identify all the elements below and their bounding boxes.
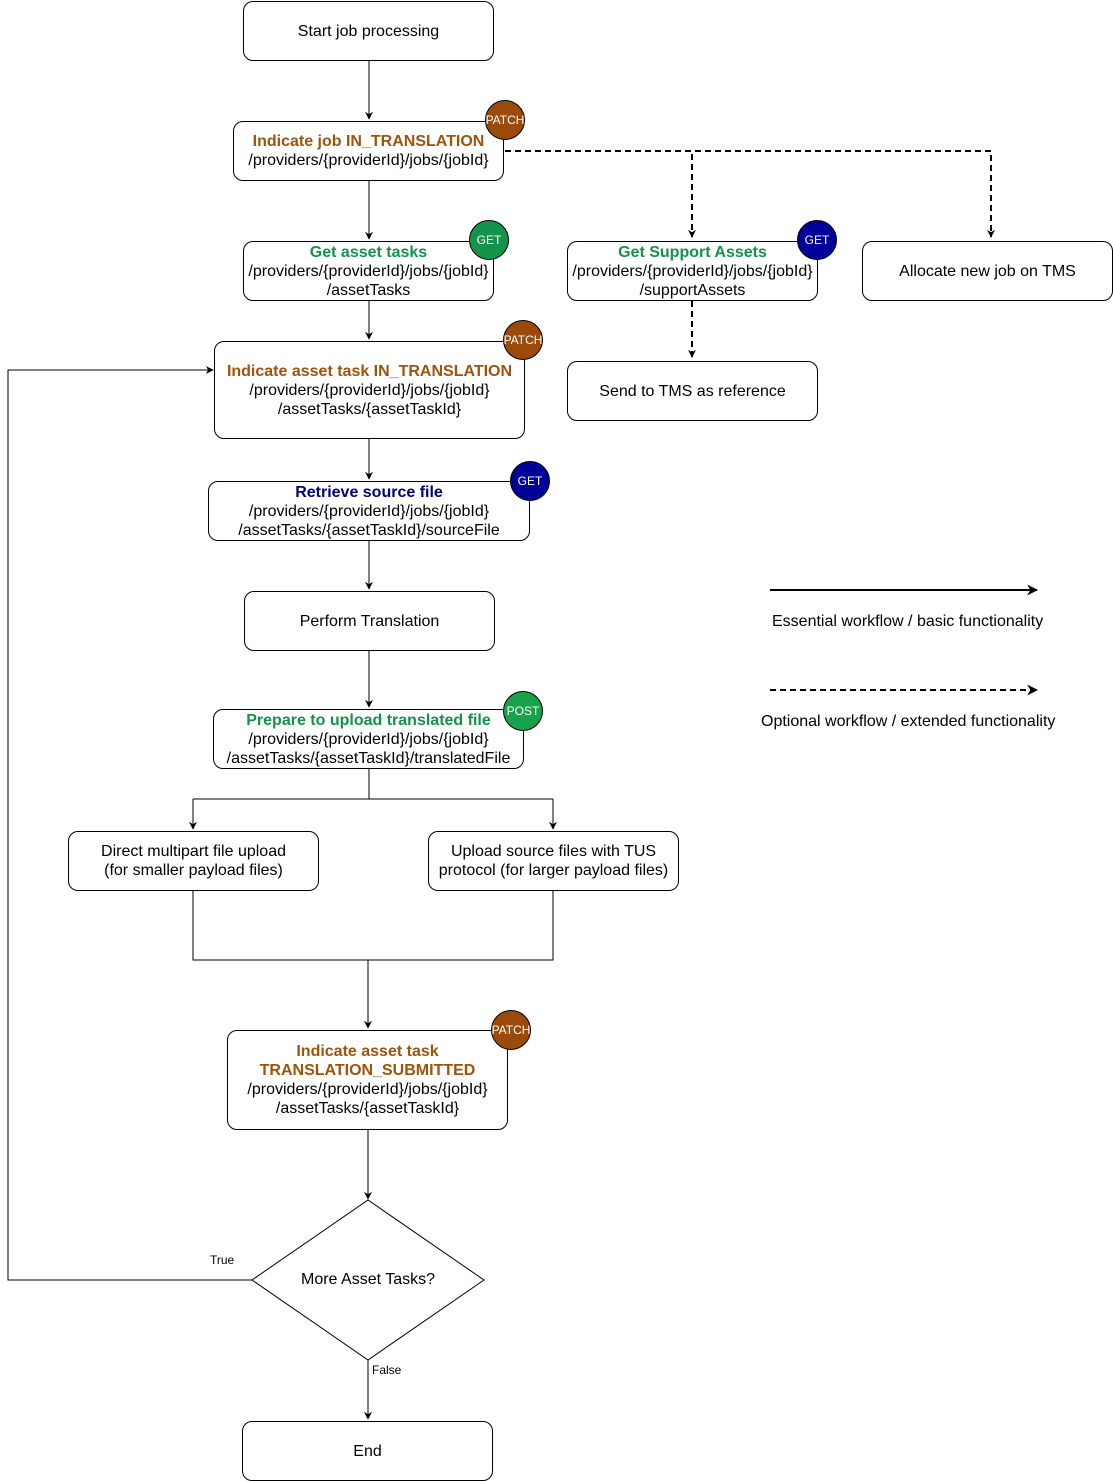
- edge-decision-true-loop: [7, 366, 252, 1281]
- job-in-translation-path: /providers/{providerId}/jobs/{jobId}: [248, 152, 489, 169]
- get-asset-tasks-title: Get asset tasks: [309, 243, 428, 261]
- translation-submitted-title2: TRANSLATION_SUBMITTED: [259, 1062, 476, 1079]
- legend-optional-label: Optional workflow / extended functionali…: [761, 713, 1056, 730]
- legend-essential-label: Essential workflow / basic functionality: [772, 613, 1044, 630]
- asset-task-in-translation-node: Indicate asset task IN_TRANSLATION /prov…: [214, 341, 525, 439]
- start-node: Start job processing: [243, 1, 494, 61]
- job-in-translation-title: Indicate job IN_TRANSLATION: [252, 133, 485, 150]
- get-support-assets-node: Get Support Assets /providers/{providerI…: [567, 241, 818, 301]
- retrieve-source-node: Retrieve source file /providers/{provide…: [208, 481, 530, 541]
- prepare-upload-path2: /assetTasks/{assetTaskId}/translatedFile: [226, 749, 511, 767]
- post-method-badge: POST: [503, 691, 543, 731]
- edge-prepare-split: [193, 769, 553, 800]
- prepare-upload-title: Prepare to upload translated file: [246, 711, 491, 729]
- tus-upload-line2: protocol (for larger payload files): [438, 862, 669, 879]
- direct-upload-node: Direct multipart file upload (for smalle…: [68, 831, 319, 891]
- get-support-assets-title: Get Support Assets: [618, 243, 767, 261]
- get-support-assets-path1: /providers/{providerId}/jobs/{jobId}: [572, 262, 813, 280]
- translation-submitted-path2: /assetTasks/{assetTaskId}: [275, 1100, 460, 1117]
- get-method-badge: GET: [510, 461, 550, 501]
- true-edge-label: True: [210, 1253, 235, 1267]
- get-asset-tasks-path2: /assetTasks: [326, 281, 411, 299]
- tus-upload-line1: Upload source files with TUS: [450, 843, 657, 860]
- decision-more-tasks-label: More Asset Tasks?: [301, 1271, 435, 1288]
- get-method-badge: GET: [469, 220, 509, 260]
- send-tms-text: Send to TMS as reference: [599, 382, 786, 400]
- patch-method-badge: PATCH: [503, 320, 543, 360]
- asset-task-in-translation-path1: /providers/{providerId}/jobs/{jobId}: [249, 381, 490, 399]
- translation-submitted-node: Indicate asset task TRANSLATION_SUBMITTE…: [227, 1030, 508, 1130]
- asset-task-in-translation-title: Indicate asset task IN_TRANSLATION: [226, 362, 513, 380]
- retrieve-source-path2: /assetTasks/{assetTaskId}/sourceFile: [238, 521, 500, 539]
- translation-submitted-path1: /providers/{providerId}/jobs/{jobId}: [247, 1081, 488, 1098]
- false-edge-label: False: [372, 1363, 402, 1377]
- edge-uploads-merge: [192, 891, 554, 961]
- asset-task-in-translation-path2: /assetTasks/{assetTaskId}: [277, 400, 462, 418]
- decision-diamond-shape: [251, 1199, 485, 1361]
- retrieve-source-title: Retrieve source file: [295, 483, 443, 501]
- job-in-translation-node: Indicate job IN_TRANSLATION /providers/{…: [233, 121, 504, 181]
- edge-job-to-support-assets: [505, 150, 696, 238]
- translation-submitted-title1: Indicate asset task: [296, 1043, 439, 1060]
- start-text: Start job processing: [297, 22, 440, 40]
- patch-method-badge: PATCH: [491, 1010, 531, 1050]
- send-tms-node: Send to TMS as reference: [567, 361, 818, 421]
- get-method-badge: GET: [797, 220, 837, 260]
- allocate-tms-text: Allocate new job on TMS: [899, 262, 1076, 280]
- tus-upload-node: Upload source files with TUS protocol (f…: [428, 831, 679, 891]
- edge-job-to-allocate-tms: [505, 150, 995, 238]
- perform-translation-text: Perform Translation: [299, 612, 440, 630]
- direct-upload-line1: Direct multipart file upload: [101, 843, 286, 860]
- direct-upload-line2: (for smaller payload files): [104, 862, 283, 879]
- get-asset-tasks-node: Get asset tasks /providers/{providerId}/…: [243, 241, 494, 301]
- get-asset-tasks-path1: /providers/{providerId}/jobs/{jobId}: [248, 262, 489, 280]
- retrieve-source-path1: /providers/{providerId}/jobs/{jobId}: [248, 502, 490, 520]
- end-text: End: [353, 1442, 382, 1460]
- patch-method-badge: PATCH: [485, 100, 525, 140]
- perform-translation-node: Perform Translation: [244, 591, 495, 651]
- allocate-tms-node: Allocate new job on TMS: [862, 241, 1113, 301]
- prepare-upload-node: Prepare to upload translated file /provi…: [213, 709, 524, 769]
- prepare-upload-path1: /providers/{providerId}/jobs/{jobId}: [248, 730, 489, 748]
- get-support-assets-path2: /supportAssets: [639, 281, 746, 299]
- end-node: End: [242, 1421, 493, 1481]
